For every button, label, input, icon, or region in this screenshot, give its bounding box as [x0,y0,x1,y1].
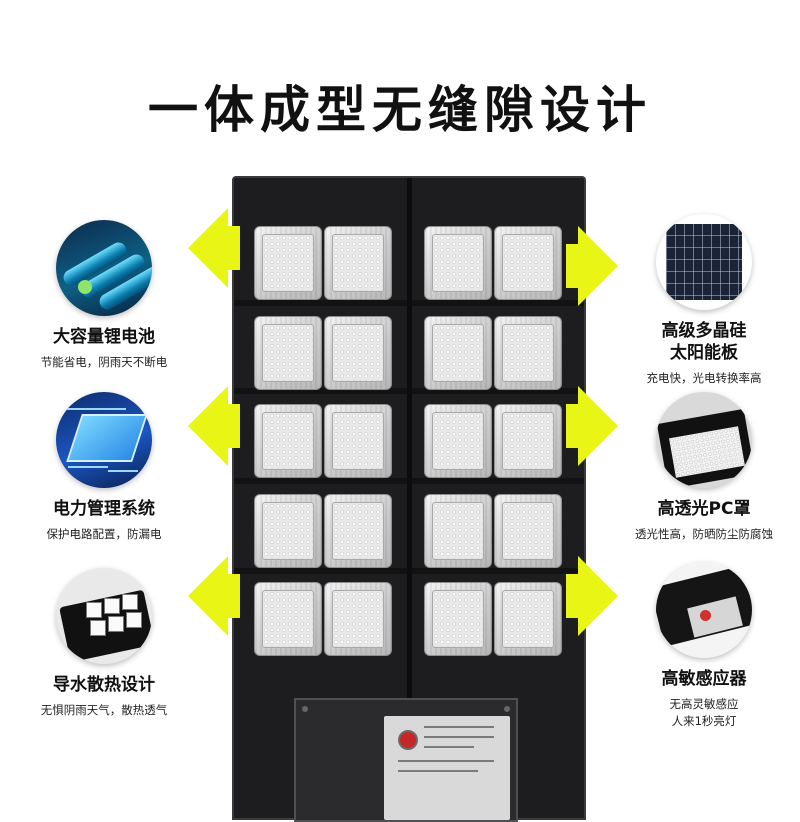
led-panel [324,226,392,300]
led-array [432,412,484,470]
feature-pc-cover: 高透光PC罩 透光性高，防晒防尘防腐蚀 [616,392,792,543]
led-panel [494,404,562,478]
led-panel [254,494,322,568]
feature-desc: 保护电路配置，防漏电 [46,527,162,541]
screw [302,706,308,712]
feature-desc: 无高灵敏感应 人来1秒亮灯 [616,696,792,730]
feature-drainage-cooling: 导水散热设计 无惧阴雨天气，散热透气 [18,568,190,719]
feature-title: 导水散热设计 [53,675,155,695]
led-panel [324,404,392,478]
lamp-underside-photo-icon [56,568,152,664]
feature-desc-line: 人来1秒亮灯 [671,714,737,728]
led-panel [254,582,322,656]
sensor-red-dot [398,730,418,750]
page-headline: 一体成型无缝隙设计 [148,81,652,139]
led-array [432,324,484,382]
label-line [424,726,494,728]
arrow-right-icon [566,226,618,306]
feature-title: 电力管理系统 [53,499,155,519]
feature-desc: 节能省电，阴雨天不断电 [40,355,168,369]
screw [504,706,510,712]
feature-power-management: 电力管理系统 保护电路配置，防漏电 [18,392,190,543]
feature-sensor: 高敏感应器 无高灵敏感应 人来1秒亮灯 [616,562,792,730]
led-panel [424,226,492,300]
circuit-board-photo-icon [56,392,152,488]
label-line [398,760,494,762]
sensor-box [294,698,518,822]
led-panel [254,316,322,390]
feature-title: 高透光PC罩 [616,498,792,520]
led-array [502,324,554,382]
feature-title: 大容量锂电池 [53,327,155,347]
led-array [262,234,314,292]
sensor-label [384,716,510,820]
led-panel [254,404,322,478]
led-panel [424,316,492,390]
led-panel [424,582,492,656]
feature-title-line: 高透光PC罩 [657,499,751,519]
led-panel [424,404,492,478]
arrow-left-icon [188,556,240,636]
led-panel [424,494,492,568]
led-array [262,412,314,470]
feature-solar-panel: 高级多晶硅 太阳能板 充电快，光电转换率高 [616,214,792,387]
feature-title: 高级多晶硅 太阳能板 [616,320,792,364]
feature-battery: 大容量锂电池 节能省电，阴雨天不断电 [18,220,190,371]
led-array [332,234,384,292]
lamp-center-divider [407,178,412,818]
label-line [424,736,494,738]
label-line [398,770,478,772]
feature-title: 高敏感应器 [616,668,792,690]
led-panel [494,582,562,656]
solar-street-lamp [232,176,586,822]
label-line [424,746,474,748]
led-panel [254,226,322,300]
led-panel [324,582,392,656]
feature-desc: 透光性高，防晒防尘防腐蚀 [635,527,773,541]
sensor-photo-icon [656,562,752,658]
feature-desc-line: 无高灵敏感应 [669,697,739,711]
led-array [262,502,314,560]
led-array [502,590,554,648]
led-array [332,412,384,470]
feature-title-line: 太阳能板 [670,343,738,363]
led-panel [494,316,562,390]
led-array [502,502,554,560]
led-array [262,324,314,382]
led-array [332,324,384,382]
arrow-right-icon [566,386,618,466]
feature-desc: 充电快，光电转换率高 [646,371,762,385]
arrow-right-icon [566,556,618,636]
solar-panel-photo-icon [656,214,752,310]
feature-desc: 无惧阴雨天气，散热透气 [40,703,168,717]
feature-title-line: 高级多晶硅 [661,321,747,341]
arrow-left-icon [188,386,240,466]
led-array [332,590,384,648]
led-panel [494,226,562,300]
led-array [502,412,554,470]
feature-title-line: 高敏感应器 [661,669,747,689]
pc-cover-photo-icon [656,392,752,488]
led-array [432,590,484,648]
led-array [332,502,384,560]
led-panel [324,494,392,568]
led-array [262,590,314,648]
led-array [432,234,484,292]
led-panel [494,494,562,568]
led-panel [324,316,392,390]
arrow-left-icon [188,208,240,288]
led-array [432,502,484,560]
battery-photo-icon [56,220,152,316]
led-array [502,234,554,292]
